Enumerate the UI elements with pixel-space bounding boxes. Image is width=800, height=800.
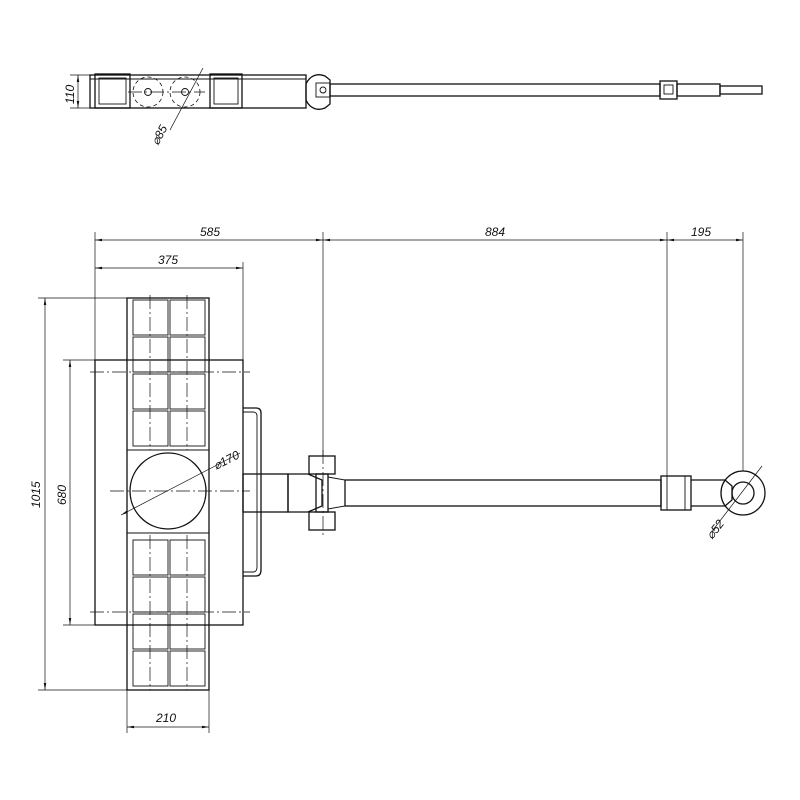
dim-884-label: 884 [485, 225, 505, 239]
side-view: 110 ⌀85 [63, 67, 763, 147]
side-left-box [94, 73, 131, 109]
dim-170-line [120, 452, 241, 516]
side-handle-rod [676, 83, 721, 97]
roller-pack-top [132, 295, 206, 450]
joint-cap-bottom [308, 511, 336, 531]
side-handle-tip [719, 85, 763, 95]
side-right-box [209, 73, 243, 109]
roller-pack-bottom [132, 535, 206, 690]
side-handle-clamp-inner [663, 84, 674, 95]
side-body [89, 74, 307, 109]
dim-52-line [712, 465, 763, 531]
dim-375-label: 375 [158, 253, 178, 267]
frame-outer [94, 359, 244, 626]
handle-eye-hole [731, 481, 755, 505]
handle-yoke [287, 473, 323, 513]
handle-rod [691, 479, 733, 507]
roller-housing [126, 297, 210, 691]
dim-85-line [169, 67, 204, 131]
side-joint-block [315, 82, 331, 98]
side-handle-bar [329, 83, 661, 97]
plan-view [90, 295, 766, 691]
dim-195-label: 195 [691, 225, 711, 239]
dim-52-label: ⌀52 [703, 517, 727, 542]
side-right-box-inner [213, 77, 239, 105]
side-handle-clamp [659, 80, 678, 100]
dim-85-label: ⌀85 [148, 122, 170, 147]
dim-210-label: 210 [155, 711, 176, 725]
handle-guard-inner [243, 411, 258, 573]
dim-110-label: 110 [63, 85, 77, 104]
joint-link [327, 476, 346, 510]
dim-680-label: 680 [55, 485, 69, 505]
dim-170-label: ⌀170 [211, 448, 242, 473]
dim-585-label: 585 [200, 225, 220, 239]
handle-bar [344, 479, 662, 507]
handle-neck [242, 473, 289, 513]
handle-guard [243, 407, 262, 577]
side-joint [305, 74, 331, 110]
side-joint-pin [319, 86, 327, 94]
joint-clevis [315, 473, 329, 513]
dimensions: 585 884 195 375 1015 680 210 ⌀170 ⌀52 [29, 225, 763, 733]
joint-cap-top [308, 455, 336, 475]
side-left-box-inner [98, 77, 127, 105]
dim-1015-label: 1015 [29, 481, 43, 508]
handle-eye [720, 470, 766, 516]
handle-clamp [660, 475, 692, 511]
